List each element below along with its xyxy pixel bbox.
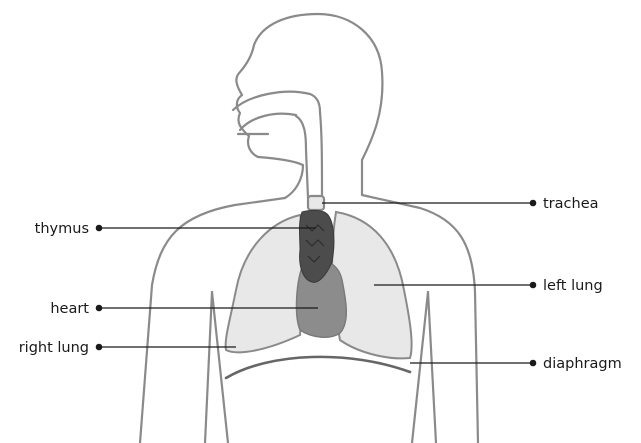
label-thymus: thymus <box>35 221 89 237</box>
label-heart: heart <box>50 301 89 317</box>
left-arm-inner <box>428 292 436 443</box>
nasal-cavity <box>233 92 320 112</box>
left-arm-line <box>412 292 428 443</box>
diaphragm <box>226 357 410 378</box>
heart-dot <box>96 305 103 312</box>
oral-cavity <box>240 114 296 130</box>
label-right-lung: right lung <box>19 340 89 356</box>
left-lung-dot <box>530 282 537 289</box>
label-diaphragm: diaphragm <box>543 356 622 372</box>
trachea-dot <box>530 200 537 207</box>
label-trachea: trachea <box>543 196 599 212</box>
trachea-rings <box>308 196 324 210</box>
right-arm-line <box>205 292 212 443</box>
right-arm-inner <box>212 292 228 443</box>
right-lung-dot <box>96 344 103 351</box>
diaphragm-dot <box>530 360 537 367</box>
pharynx-back <box>320 112 322 198</box>
right-lung <box>226 215 306 352</box>
thymus-dot <box>96 225 103 232</box>
label-left-lung: left lung <box>543 278 603 294</box>
